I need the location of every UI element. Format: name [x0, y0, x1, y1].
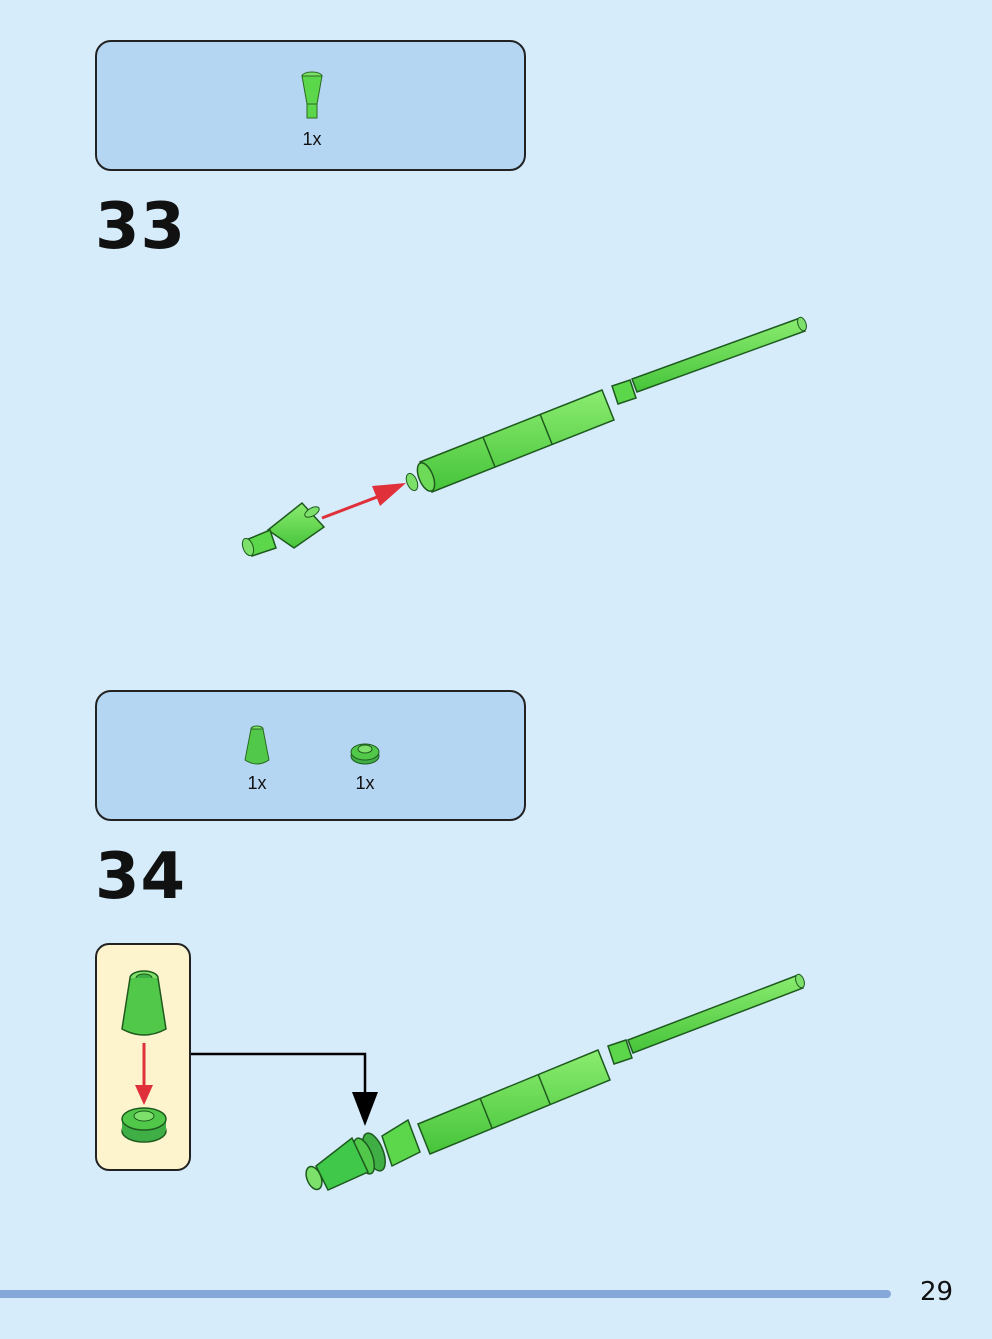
step-33-cone-piece [241, 501, 326, 557]
part-quantity: 1x [247, 773, 267, 793]
footer-bar [0, 1290, 891, 1298]
step-number: 33 [95, 190, 187, 264]
green-cone-piece-icon [301, 71, 323, 119]
step-33-red-arrow [321, 483, 406, 520]
green-round-plate-icon [350, 743, 380, 765]
parts-list-step-34: 1x 1x [95, 690, 526, 821]
part-item: 1x [345, 738, 385, 794]
part-item: 1x [292, 70, 332, 150]
green-cone-icon [244, 725, 270, 765]
step-number: 34 [95, 840, 187, 914]
parts-list-step-33: 1x [95, 40, 526, 171]
part-item: 1x [237, 722, 277, 794]
part-quantity: 1x [302, 129, 322, 149]
subassembly-callout [95, 943, 191, 1171]
page-number: 29 [920, 1277, 954, 1307]
subassembly-illustration [121, 970, 167, 1143]
step-34-rod-assembly [305, 973, 805, 1191]
step-33-rod-assembly [405, 316, 807, 493]
part-quantity: 1x [355, 773, 375, 793]
callout-pointer-arrow [191, 1052, 378, 1126]
